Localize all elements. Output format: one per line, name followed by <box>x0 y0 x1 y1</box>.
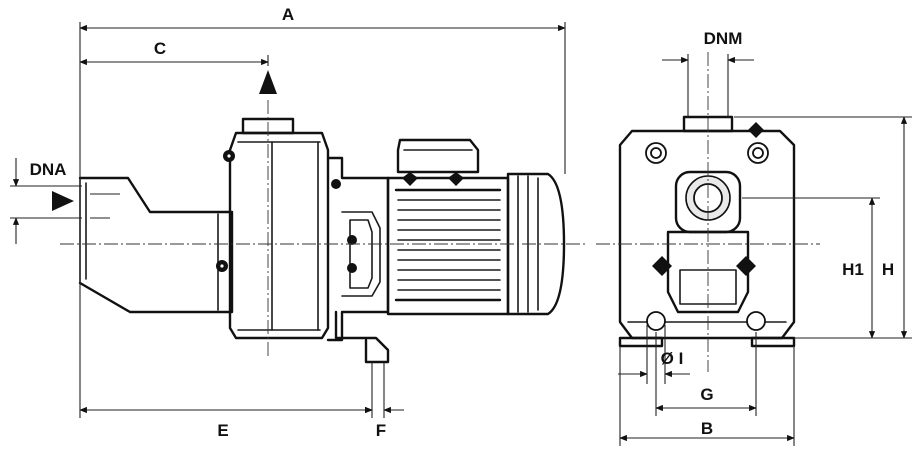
dimension-c: C <box>79 39 269 66</box>
label-b: B <box>701 419 713 438</box>
label-g: G <box>700 385 713 404</box>
label-h: H <box>882 260 894 279</box>
front-cover <box>652 230 756 314</box>
dimension-i: Ø I <box>618 325 690 384</box>
label-dnm: DNM <box>704 29 743 48</box>
foot-right <box>750 336 796 348</box>
arrow-up-icon <box>259 70 277 94</box>
label-f: F <box>376 421 386 440</box>
suction-inlet <box>78 176 234 314</box>
arrow-right-icon <box>52 191 74 211</box>
foot-left <box>618 336 664 348</box>
label-dna: DNA <box>30 160 67 179</box>
dimension-dnm: DNM <box>662 29 754 118</box>
bracket <box>326 156 390 364</box>
dimension-h: H <box>734 116 912 339</box>
label-i: Ø I <box>661 349 684 368</box>
label-e: E <box>217 421 228 440</box>
motor <box>386 138 566 316</box>
dimension-dna: DNA <box>10 158 82 244</box>
side-view: A C DNA E F <box>10 5 585 440</box>
dimension-g: G <box>655 332 757 416</box>
label-h1: H1 <box>842 260 864 279</box>
pump-casing <box>216 117 330 340</box>
label-c: C <box>154 39 166 58</box>
front-casing <box>618 129 796 340</box>
front-view: DNM H H1 Ø I G <box>596 29 912 446</box>
dimension-a: A <box>79 5 566 178</box>
dimension-h1: H1 <box>742 197 880 339</box>
dimension-f: F <box>352 362 404 440</box>
label-a: A <box>282 5 294 24</box>
dimension-b: B <box>619 346 795 446</box>
cooling-fins <box>397 199 501 291</box>
